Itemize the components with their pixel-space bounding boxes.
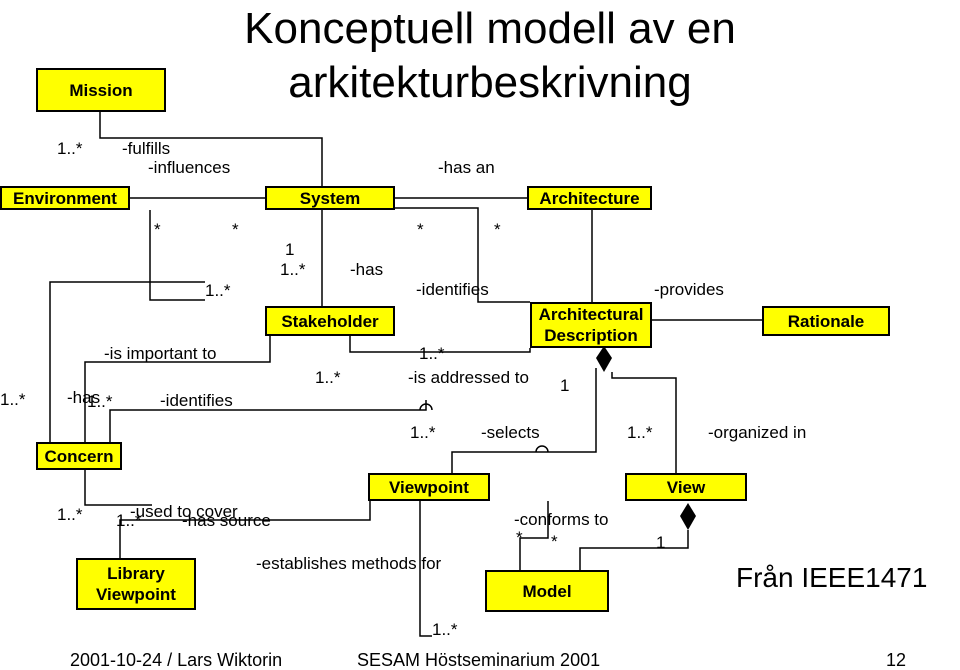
line-conforms-to bbox=[519, 501, 549, 570]
label-selects: -selects bbox=[481, 423, 540, 442]
mult-sys-many: 1..* bbox=[280, 260, 306, 279]
box-stakeholder: Stakeholder bbox=[265, 306, 395, 336]
mult-ad-stake: 1..* bbox=[419, 344, 445, 363]
box-view: View bbox=[625, 473, 747, 501]
box-library-viewpoint-label-1: Library bbox=[107, 564, 165, 583]
label-is-important-to: -is important to bbox=[104, 344, 217, 363]
line-is-addressed-to bbox=[349, 336, 531, 353]
line-hop-1 bbox=[419, 403, 433, 411]
mult-sys-one: 1 bbox=[285, 240, 295, 259]
mult-fulfills: 1..* bbox=[57, 139, 83, 158]
line-is-important-to bbox=[84, 336, 271, 442]
title-line-1: Konceptuell modell av en bbox=[244, 4, 736, 53]
title-line-2: arkitekturbeskrivning bbox=[288, 58, 692, 107]
box-view-label: View bbox=[666, 477, 706, 497]
line-used-to-cover bbox=[84, 470, 152, 506]
box-architecture: Architecture bbox=[527, 186, 652, 210]
box-concern-label: Concern bbox=[44, 446, 114, 466]
label-used-to-cover: -used to cover bbox=[130, 502, 238, 521]
box-system-label: System bbox=[299, 188, 361, 208]
aggregation-diamond-ad bbox=[596, 346, 612, 372]
box-viewpoint: Viewpoint bbox=[368, 473, 490, 501]
line-has-source bbox=[119, 501, 371, 558]
line-identifies-concern bbox=[109, 400, 427, 442]
mult-used-2: 1..* bbox=[116, 511, 142, 530]
mult-has-concern: 1..* bbox=[87, 392, 113, 411]
mult-used-1: 1..* bbox=[57, 505, 83, 524]
box-library-viewpoint: Library Viewpoint bbox=[76, 558, 196, 610]
label-provides: -provides bbox=[654, 280, 724, 299]
line-view-model bbox=[579, 530, 689, 570]
line-selects bbox=[451, 368, 597, 473]
label-has-an: -has an bbox=[438, 158, 495, 177]
mult-arch-star-2: * bbox=[494, 220, 501, 239]
mult-model-star-2: * bbox=[551, 532, 558, 551]
source-note: Från IEEE1471 bbox=[736, 562, 928, 593]
box-system: System bbox=[265, 186, 395, 210]
mult-stake-concern: 1..* bbox=[315, 368, 341, 387]
mult-organized: 1..* bbox=[627, 423, 653, 442]
label-establishes: -establishes methods for bbox=[256, 554, 442, 573]
label-fulfills: -fulfills bbox=[122, 139, 171, 158]
footer-event: SESAM Höstseminarium 2001 bbox=[357, 650, 601, 670]
aggregation-diamond-view bbox=[680, 503, 696, 530]
line-hop-2 bbox=[535, 445, 549, 453]
mult-env-star-1: * bbox=[154, 220, 161, 239]
box-model: Model bbox=[485, 570, 609, 612]
mult-selects: 1..* bbox=[410, 423, 436, 442]
label-identifies-ad: -identifies bbox=[416, 280, 489, 299]
box-mission: Mission bbox=[36, 68, 166, 112]
mult-arch-star-1: * bbox=[417, 220, 424, 239]
box-rationale-label: Rationale bbox=[787, 311, 865, 331]
mult-concern-left: 1..* bbox=[0, 390, 26, 409]
box-mission-label: Mission bbox=[69, 80, 133, 100]
line-has-concern bbox=[49, 281, 205, 442]
box-environment: Environment bbox=[0, 186, 130, 210]
mult-sys-concern: 1..* bbox=[205, 281, 231, 300]
footer-page: 12 bbox=[886, 650, 907, 670]
footer-date-author: 2001-10-24 / Lars Wiktorin bbox=[70, 650, 283, 670]
label-has-source: -has source bbox=[182, 511, 271, 530]
box-rationale: Rationale bbox=[762, 306, 890, 336]
mult-model-star-1: * bbox=[516, 528, 523, 547]
mult-establishes: 1..* bbox=[432, 620, 458, 639]
box-stakeholder-label: Stakeholder bbox=[281, 311, 379, 331]
box-model-label: Model bbox=[522, 581, 572, 601]
line-establishes bbox=[419, 501, 432, 637]
box-architectural-description: Architectural Description bbox=[530, 302, 652, 348]
label-has: -has bbox=[350, 260, 384, 279]
mult-ad-one: 1 bbox=[560, 376, 570, 395]
line-env-concern bbox=[149, 210, 205, 301]
line-identifies bbox=[395, 207, 530, 303]
page-title: Konceptuell modell av en arkitekturbeskr… bbox=[200, 2, 780, 110]
box-architecture-label: Architecture bbox=[539, 188, 640, 208]
box-concern: Concern bbox=[36, 442, 122, 470]
box-ad-label-2: Description bbox=[544, 326, 638, 345]
label-influences: -influences bbox=[148, 158, 231, 177]
label-is-addressed-to: -is addressed to bbox=[408, 368, 529, 387]
label-conforms-to: -conforms to bbox=[514, 510, 609, 529]
box-environment-label: Environment bbox=[13, 188, 117, 208]
label-has-concern: -has bbox=[67, 388, 101, 407]
mult-env-star-2: * bbox=[232, 220, 239, 239]
box-ad-label-1: Architectural bbox=[538, 305, 644, 324]
box-library-viewpoint-label-2: Viewpoint bbox=[96, 585, 176, 604]
label-organized-in: -organized in bbox=[708, 423, 807, 442]
line-organized-in bbox=[611, 372, 677, 473]
mult-view-one: 1 bbox=[656, 533, 666, 552]
line-fulfills bbox=[99, 112, 323, 186]
box-viewpoint-label: Viewpoint bbox=[389, 477, 469, 497]
label-identifies-concern: -identifies bbox=[160, 391, 233, 410]
